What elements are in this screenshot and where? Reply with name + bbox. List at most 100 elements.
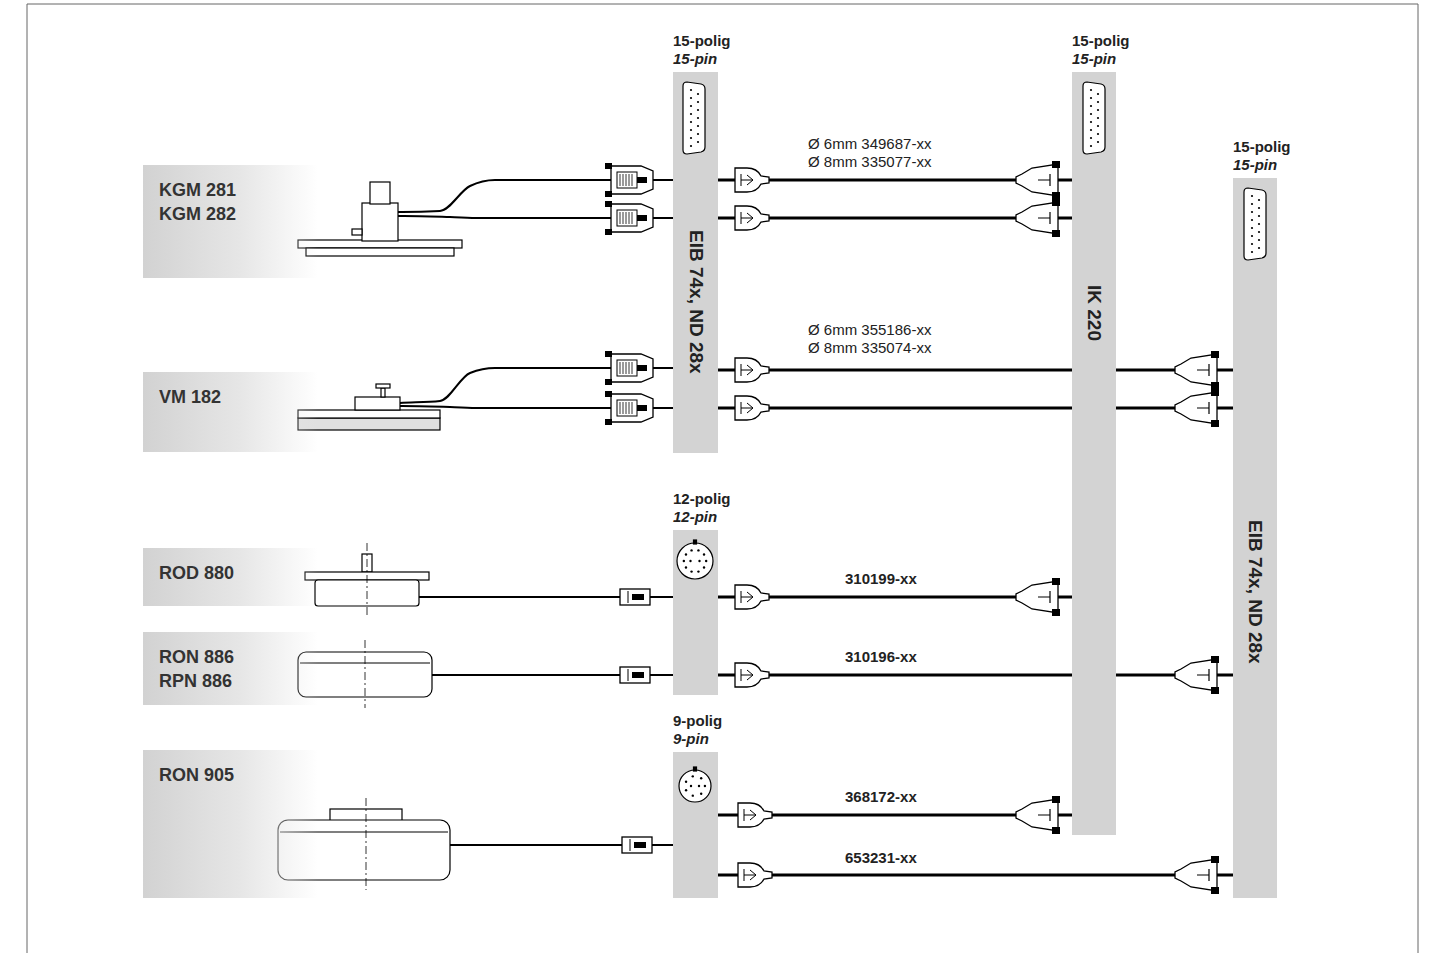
device-name: RON 905 <box>159 763 249 787</box>
pin-dot <box>690 121 692 123</box>
cable-plugs <box>622 837 652 853</box>
pin-dot <box>690 137 692 139</box>
length-gauge-drawing <box>298 182 462 256</box>
rotary-encoder-drawing <box>305 543 429 618</box>
pin-dot <box>1251 251 1253 253</box>
pin-dot <box>700 777 702 779</box>
pin-dot <box>685 780 687 782</box>
pin-dot <box>697 101 699 103</box>
cable-plugs <box>620 667 650 683</box>
pin-dot <box>1258 207 1260 209</box>
pin-dot <box>1090 129 1092 131</box>
pin-dot <box>1258 215 1260 217</box>
adapter-cable <box>718 407 1233 410</box>
connector-band: 15-polig15-pinEIB 74x, ND 28x <box>1233 178 1277 898</box>
connector-band: 9-polig9-pin <box>673 752 718 898</box>
cable-plugs <box>620 589 650 605</box>
pin-dot <box>697 125 699 127</box>
cable-part-number: Ø 6mm 355186-xx Ø 8mm 335074-xx <box>806 321 940 357</box>
pin-dot <box>704 785 706 787</box>
cable-plugs <box>735 663 769 687</box>
pin-dot <box>1097 109 1099 111</box>
pin-dot <box>1251 243 1253 245</box>
pin-dot <box>690 89 692 91</box>
pin-dot <box>685 553 687 555</box>
pin-dot <box>1090 145 1092 147</box>
pin-dot <box>690 129 692 131</box>
length-gauge-drawing <box>362 203 398 241</box>
cable-plugs <box>735 206 769 230</box>
pin-dot <box>703 553 705 555</box>
pin-dot <box>1097 101 1099 103</box>
pin-dot <box>1258 247 1260 249</box>
pin-dot <box>690 549 692 551</box>
pin-dot <box>698 560 700 562</box>
cable-plugs <box>1016 161 1060 199</box>
pin-dot <box>1258 231 1260 233</box>
device-label-box: ROD 880 <box>143 548 318 606</box>
pin-dot <box>1251 219 1253 221</box>
pin-count-heading: 9-pin <box>673 730 709 748</box>
pin-count-heading: 15-polig <box>1072 32 1130 50</box>
pin-dot <box>685 566 687 568</box>
pin-dot <box>1251 211 1253 213</box>
vm-gauge-drawing <box>298 410 440 418</box>
pin-dot <box>1090 89 1092 91</box>
device-name: RON 886 RPN 886 <box>159 645 249 693</box>
pin-dot <box>692 794 694 796</box>
pin-count-heading: 15-pin <box>673 50 717 68</box>
cable-plugs <box>1016 199 1060 237</box>
vm-gauge-drawing <box>298 384 440 430</box>
cable-plugs <box>738 803 772 827</box>
pin-dot <box>697 109 699 111</box>
dsub-icon <box>683 82 1266 260</box>
pin-dot <box>1258 223 1260 225</box>
page-frame <box>27 4 1418 953</box>
cable-plugs <box>1175 856 1219 894</box>
angle-encoder-drawing <box>365 640 366 708</box>
pin-count-heading: 9-polig <box>673 712 722 730</box>
connector-band: 12-polig12-pin <box>673 530 718 695</box>
pin-dot <box>1251 203 1253 205</box>
cable-plugs <box>1175 656 1219 694</box>
adapter-cable <box>718 874 1233 877</box>
pin-dot <box>703 566 705 568</box>
length-gauge-drawing <box>306 248 454 256</box>
pin-count-heading: 15-pin <box>1233 156 1277 174</box>
device-label-box: VM 182 <box>143 372 318 452</box>
connector-outline <box>679 770 711 802</box>
cable-plugs <box>735 168 769 192</box>
cable-part-number: 310196-xx <box>843 648 919 666</box>
pin-dot <box>1090 137 1092 139</box>
dsub-icon <box>1244 188 1266 260</box>
circular-connector-icon <box>677 540 713 802</box>
pin-dot <box>1090 121 1092 123</box>
pin-dot <box>690 145 692 147</box>
connector-band: 15-polig15-pinEIB 74x, ND 28x <box>673 72 718 453</box>
dsub-icon <box>1083 82 1105 154</box>
adapter-cable <box>718 674 1233 677</box>
cable-plugs <box>605 201 653 235</box>
pin-dot <box>1097 117 1099 119</box>
cable-plugs <box>1175 389 1219 427</box>
ron905-drawing <box>366 798 367 890</box>
dsub-outline <box>1083 82 1105 154</box>
pin-dot <box>690 570 692 572</box>
dsub-outline <box>1244 188 1266 260</box>
pin-dot <box>697 93 699 95</box>
cable-plugs <box>605 391 653 425</box>
connector-band: 15-polig15-pinIK 220 <box>1072 72 1116 835</box>
device-name: IK 220 <box>1083 285 1105 341</box>
device-label-box: KGM 281 KGM 282 <box>143 165 318 278</box>
cable-plugs <box>738 863 772 887</box>
pin-dot <box>698 785 700 787</box>
circular-connector-icon <box>677 540 713 579</box>
pin-dot <box>1258 239 1260 241</box>
key-notch <box>694 540 697 544</box>
pin-dot <box>1251 227 1253 229</box>
pin-dot <box>697 570 699 572</box>
pin-dot <box>1258 199 1260 201</box>
adapter-cable <box>718 369 1233 372</box>
pin-dot <box>1251 195 1253 197</box>
